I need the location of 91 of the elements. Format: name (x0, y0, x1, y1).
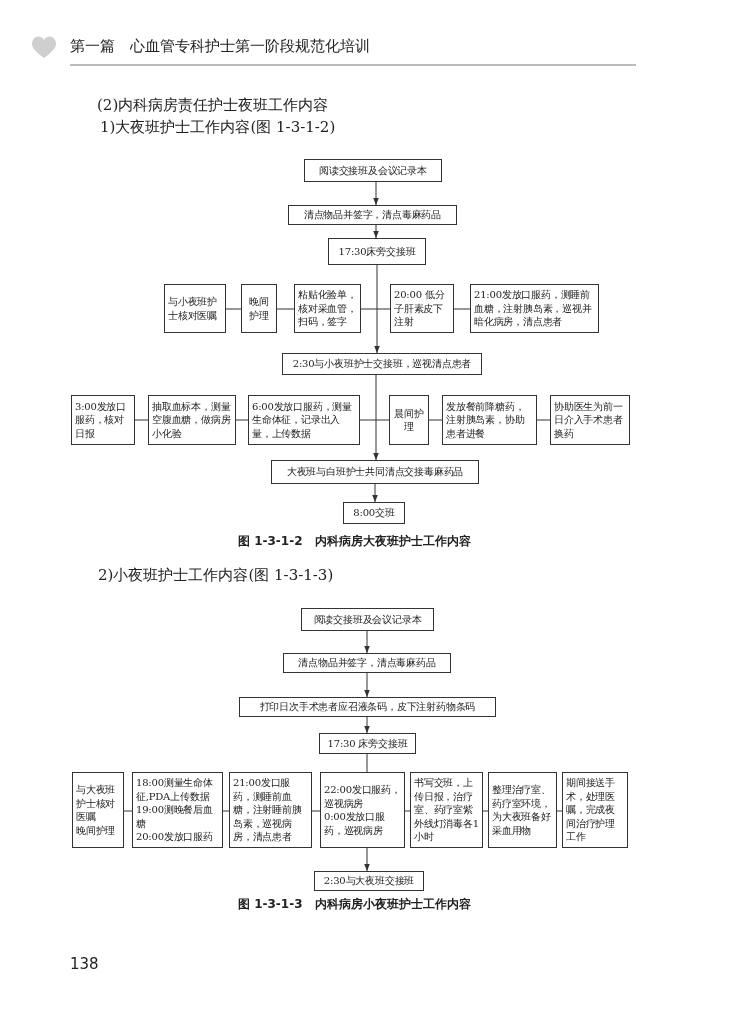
page-header: 第一篇 心血管专科护士第一阶段规范化培训 (70, 37, 370, 56)
box-text: 发放餐前降糖药，注射胰岛素，协助患者进餐 (446, 399, 526, 441)
box-text: 与大夜班护士核对医嘱 (76, 783, 117, 824)
box-text: 清点物品并签字，清点毒麻药品 (297, 656, 437, 670)
box-text: 阅读交接班及会议记录本 (312, 612, 423, 627)
box-text: 2:30与小夜班护士交接班，巡视清点患者 (291, 357, 473, 371)
box-text: 阅读交接班及会议记录本 (318, 163, 428, 178)
process-box (229, 772, 312, 848)
arrow (364, 672, 370, 698)
box-text: 粘贴化验单，核对采血管，扫码，签字 (298, 288, 357, 329)
process-box (304, 159, 442, 182)
connector-line (235, 419, 249, 421)
box-text: 与小夜班护士核对医嘱 (168, 295, 218, 322)
section-heading: (2)内科病房责任护士夜班工作内容 (97, 96, 329, 115)
arrow (372, 483, 378, 503)
box-text: 0:00发放口服药，巡视病房 (324, 810, 386, 837)
arrow (364, 847, 370, 872)
connector-line (225, 308, 242, 310)
box-text: 清点物品并签字，清点毒麻药品 (302, 208, 443, 222)
process-box (328, 238, 426, 265)
connector-line (428, 419, 443, 421)
process-box (239, 697, 496, 717)
arrow (374, 264, 380, 354)
connector-line (556, 810, 563, 812)
box-text: 晨间护理 (393, 406, 425, 434)
box-text: 20:00 低分子肝素皮下注射 (394, 288, 446, 329)
process-box (301, 608, 434, 631)
box-text: 整理治疗室、药疗室环境，为大夜班备好采血用物 (492, 783, 552, 837)
connector-line (404, 810, 411, 812)
process-box (132, 772, 223, 848)
process-box (71, 395, 135, 445)
figure-caption: 图 1-3-1-3 内科病房小夜班护士工作内容 (238, 896, 471, 913)
process-box (164, 284, 226, 333)
box-text: 期间接送手术，处理医嘱，完成夜间治疗护理工作 (566, 776, 616, 844)
process-box (248, 395, 360, 445)
connector-line (359, 419, 390, 421)
arrow (364, 630, 370, 654)
box-text: 晚间护理 (76, 823, 117, 837)
process-box (550, 395, 630, 445)
box-text: 书写交班，上传日报，治疗室、药疗室紫外线灯消毒各1小时 (414, 776, 479, 844)
process-box (470, 284, 599, 333)
process-box (72, 772, 124, 848)
box-text: 6:00发放口服药，测量生命体征，记录出入量，上传数据 (252, 399, 354, 441)
process-box (343, 502, 405, 524)
connector-line (276, 308, 295, 310)
page-number: 138 (70, 955, 99, 973)
process-box (442, 395, 537, 445)
box-text: 21:00发口服药，测睡前血糖，注射睡前胰岛素，巡视病房，清点患者 (233, 776, 303, 844)
process-box (288, 205, 457, 225)
box-text: 打印日次手术患者应召液条码，皮下注射药物条码 (258, 700, 477, 714)
connector-line (222, 810, 230, 812)
connector-line (311, 810, 321, 812)
process-box (389, 395, 429, 445)
process-box (282, 353, 482, 375)
connector-line (123, 810, 133, 812)
connector-line (536, 419, 551, 421)
connector-line (366, 753, 368, 773)
box-text: 晚间护理 (248, 295, 270, 322)
process-box (488, 772, 557, 848)
section-heading: 1)大夜班护士工作内容(图 1-3-1-2) (100, 118, 336, 137)
process-box (271, 460, 479, 484)
box-text: 2:30与大夜班交接班 (322, 874, 416, 888)
arrow (373, 224, 379, 239)
box-text: 18:00测量生命体征,PDA上传数据 (136, 776, 214, 804)
process-box (314, 871, 424, 891)
process-box (241, 284, 277, 333)
connector-line (453, 308, 471, 310)
process-box (319, 733, 416, 754)
process-box (562, 772, 628, 848)
box-text: 19:00测晚餐后血糖 (136, 803, 214, 831)
arrow (364, 716, 370, 734)
figure-caption: 图 1-3-1-2 内科病房大夜班护士工作内容 (238, 533, 471, 550)
box-text: 21:00发放口服药，测睡前血糖，注射胰岛素，巡视并暗化病房，清点患者 (474, 288, 593, 329)
process-box (390, 284, 454, 333)
box-text: 17:30床旁交接班 (337, 244, 417, 259)
box-text: 22:00发口服药，巡视病房 (324, 783, 401, 810)
connector-line (360, 308, 391, 310)
box-text: 抽取血标本，测量空腹血糖，做病房小化验 (152, 399, 232, 441)
arrow (373, 181, 379, 206)
box-text: 17:30 床旁交接班 (326, 736, 409, 751)
box-text: 3:00发放口服药，核对日报 (75, 399, 128, 441)
box-text: 8:00交班 (352, 506, 396, 520)
process-box (283, 653, 451, 673)
arrow (373, 374, 379, 461)
process-box (320, 772, 405, 848)
box-text: 大夜班与白班护士共同清点交接毒麻药品 (285, 465, 465, 479)
section-heading: 2)小夜班护士工作内容(图 1-3-1-3) (98, 566, 334, 585)
box-text: 协助医生为前一日介入手术患者换药 (554, 399, 624, 441)
connector-line (134, 419, 149, 421)
box-text: 20:00发放口服药 (136, 830, 214, 844)
connector-line (482, 810, 489, 812)
